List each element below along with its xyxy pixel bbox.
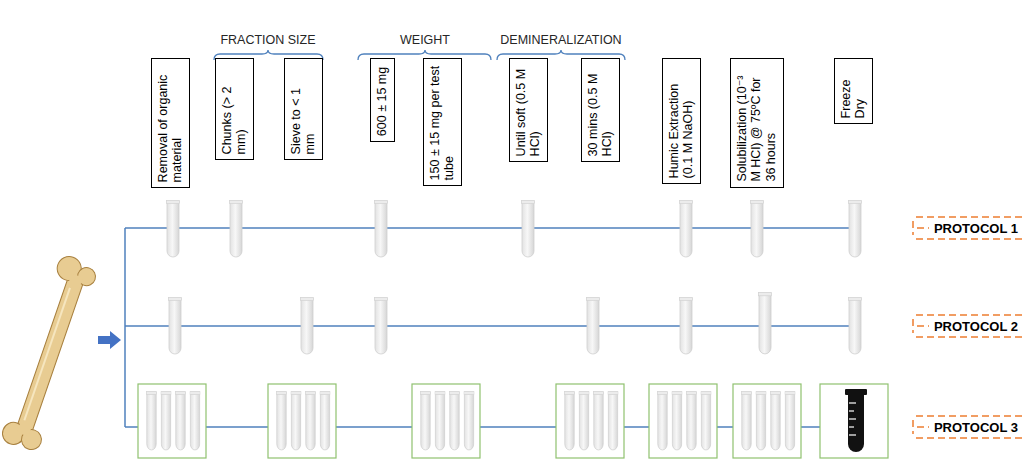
group-heading: WEIGHT <box>400 33 450 47</box>
step-text: Until soft (0.5 M HCl) <box>514 64 543 156</box>
test-tube <box>276 392 286 450</box>
step-text: Sieve to < 1 mm <box>289 64 318 154</box>
step-box: Until soft (0.5 M HCl) <box>509 58 548 162</box>
test-tube <box>701 392 711 450</box>
rotated-text-frame: Chunks (> 2 mm) <box>220 64 249 154</box>
test-tube <box>301 298 314 355</box>
test-tube <box>564 392 574 450</box>
test-tube <box>680 201 693 258</box>
rotated-text-frame: Removal of organic material <box>156 64 185 182</box>
rotated-text-frame: Solubilization (10⁻³ M HCl) @ 75ºC for 3… <box>735 64 778 182</box>
protocol-frames <box>913 217 1022 438</box>
step-text: Removal of organic material <box>156 64 185 182</box>
step-text: 600 ± 15 mg <box>375 64 389 136</box>
step-text: Humic Extraction (0.1 M NaOH) <box>667 64 696 178</box>
brackets <box>214 50 625 60</box>
timeline-line <box>125 325 855 327</box>
group-heading: DEMINERALIZATION <box>500 33 621 47</box>
tube-rack-box <box>268 384 336 458</box>
protocol-label: PROTOCOL 1 <box>934 221 1018 236</box>
test-tube <box>759 293 772 354</box>
step-box: Solubilization (10⁻³ M HCl) @ 75ºC for 3… <box>730 58 784 188</box>
step-box: 600 ± 15 mg <box>370 58 395 142</box>
bone-illustration <box>0 253 101 453</box>
group-heading: FRACTION SIZE <box>220 33 315 47</box>
tube-rack-box <box>820 384 888 458</box>
test-tube <box>751 201 764 258</box>
block-arrow <box>98 331 121 349</box>
timeline-trunk <box>124 228 126 427</box>
test-tube <box>741 392 751 450</box>
test-tube <box>167 201 180 258</box>
rotated-text-frame: Freeze Dry <box>839 64 868 118</box>
tube-rack-boxes <box>138 384 888 458</box>
test-tube <box>375 298 388 355</box>
step-text: Solubilization (10⁻³ M HCl) @ 75ºC for 3… <box>735 64 778 182</box>
step-text: Chunks (> 2 mm) <box>220 64 249 154</box>
step-box: Removal of organic material <box>151 58 190 188</box>
test-tube <box>169 298 182 355</box>
step-box: Chunks (> 2 mm) <box>215 58 254 160</box>
test-tube <box>291 392 301 450</box>
test-tube <box>579 392 589 450</box>
test-tube <box>657 392 667 450</box>
protocol-label: PROTOCOL 2 <box>934 319 1018 334</box>
test-tube <box>435 392 445 450</box>
rotated-text-frame: 30 mins (0.5 M HCl) <box>586 64 615 156</box>
step-box: Humic Extraction (0.1 M NaOH) <box>662 58 701 184</box>
test-tube <box>464 392 474 450</box>
test-tube <box>320 392 330 450</box>
test-tube <box>420 392 430 450</box>
freeze-dry-tube-icon <box>845 389 867 452</box>
step-box: 30 mins (0.5 M HCl) <box>581 58 620 162</box>
test-tube <box>593 392 603 450</box>
test-tube <box>849 298 862 355</box>
test-tube <box>146 392 156 450</box>
test-tube <box>770 392 780 450</box>
tube-rack-box <box>556 384 624 458</box>
test-tube <box>522 201 535 258</box>
rotated-text-frame: Sieve to < 1 mm <box>289 64 318 154</box>
step-text: 150 ± 15 mg per test tube <box>428 64 457 180</box>
test-tube <box>375 201 388 258</box>
rotated-text-frame: Until soft (0.5 M HCl) <box>514 64 543 156</box>
test-tube <box>756 392 766 450</box>
rotated-text-frame: Humic Extraction (0.1 M NaOH) <box>667 64 696 178</box>
protocol-label: PROTOCOL 3 <box>934 420 1018 435</box>
step-box: Sieve to < 1 mm <box>284 58 323 160</box>
tube-rack-box <box>138 384 206 458</box>
step-box: Freeze Dry <box>834 58 873 124</box>
tube-rack-box <box>412 384 480 458</box>
test-tube <box>230 201 243 258</box>
dashed-frame <box>913 315 1022 337</box>
rotated-text-frame: 150 ± 15 mg per test tube <box>428 64 457 180</box>
dashed-frame <box>913 416 1022 438</box>
test-tube <box>680 298 693 355</box>
test-tube <box>785 392 795 450</box>
step-text: 30 mins (0.5 M HCl) <box>586 64 615 156</box>
test-tube <box>190 392 200 450</box>
test-tube <box>175 392 185 450</box>
rotated-text-frame: 600 ± 15 mg <box>375 64 389 136</box>
test-tube <box>161 392 171 450</box>
dashed-frame <box>913 217 1022 239</box>
test-tube <box>849 201 862 258</box>
test-tube <box>449 392 459 450</box>
tube-rack-box <box>649 384 717 458</box>
test-tube <box>686 392 696 450</box>
step-box: 150 ± 15 mg per test tube <box>423 58 462 186</box>
test-tube <box>672 392 682 450</box>
tube-rack-box <box>733 384 801 458</box>
test-tube <box>305 392 315 450</box>
test-tube <box>587 298 600 355</box>
test-tube <box>608 392 618 450</box>
step-text: Freeze Dry <box>839 64 868 118</box>
